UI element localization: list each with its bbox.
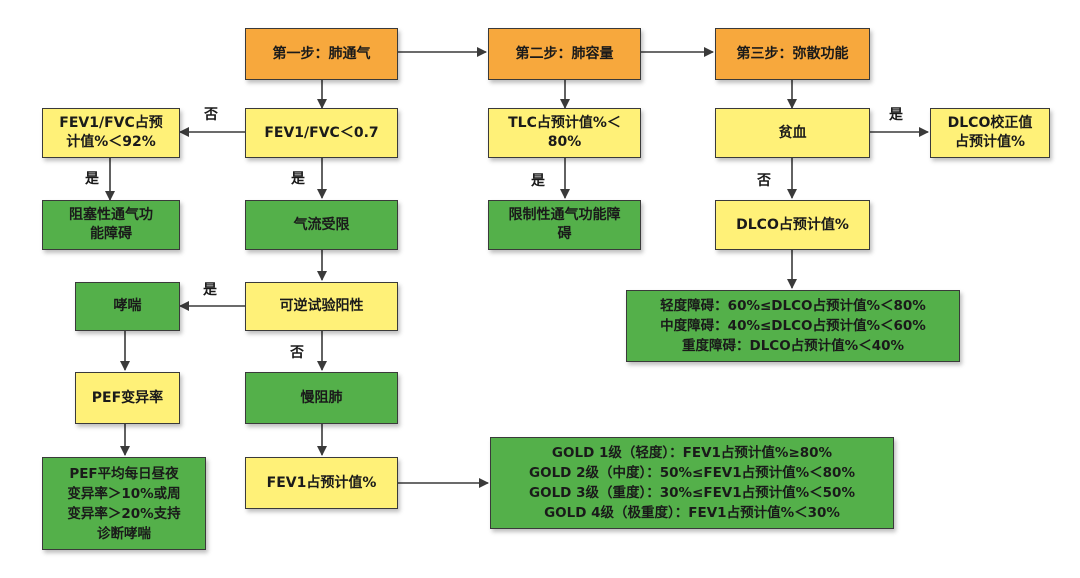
restrictive-label: 限制性通气功能障 碍 [508,207,621,242]
restrictive-box: 限制性通气功能障 碍 [488,200,641,250]
fev1-fvc-pred-box: FEV1/FVC占预 计值%＜92% [42,108,180,158]
pef-criteria-label: PEF平均每日昼夜 变异率＞10%或周 变异率＞20%支持 诊断哮喘 [67,465,181,542]
asthma-box: 哮喘 [75,282,180,331]
reversibility-label: 可逆试验阳性 [279,298,364,314]
obstructive-label: 阻塞性通气功 能障碍 [69,207,153,242]
copd-label: 慢阻肺 [300,389,343,406]
step-2-label: 第二步：肺容量 [515,45,614,62]
fev1-fvc-label: FEV1/FVC＜0.7 [264,124,379,141]
step-3-label: 第三步：弥散功能 [736,45,849,62]
pef-variability-box: PEF变异率 [75,372,180,424]
edge-label-no-fev1fvc: 否 [204,107,218,123]
gold-grades-box: GOLD 1级（轻度）：FEV1占预计值%≥80% GOLD 2级（中度）：50… [490,437,894,529]
fev1-pred-label: FEV1占预计值% [266,474,377,491]
dlco-corrected-box: DLCO校正值 占预计值% [930,108,1050,158]
edge-label-yes-tlc: 是 [531,173,545,189]
copd-box: 慢阻肺 [245,372,398,424]
step-1-box: 第一步：肺通气 [245,28,398,80]
edge-label-no-anemia: 否 [757,173,771,189]
gold-grades-label: GOLD 1级（轻度）：FEV1占预计值%≥80% GOLD 2级（中度）：50… [529,445,855,521]
fev1-fvc-pred-label: FEV1/FVC占预 计值%＜92% [59,115,163,150]
edge-label-yes-reversibility: 是 [203,282,217,298]
tlc-box: TLC占预计值%＜ 80% [488,108,641,158]
anemia-box: 贫血 [715,108,870,158]
edge-label-yes-pred: 是 [85,171,99,187]
dlco-grades-box: 轻度障碍：60%≤DLCO占预计值%＜80% 中度障碍：40%≤DLCO占预计值… [626,290,960,362]
fev1-pred-box: FEV1占预计值% [245,457,398,509]
edge-label-no-reversibility: 否 [290,345,304,361]
pef-variability-label: PEF变异率 [91,389,164,406]
asthma-label: 哮喘 [113,298,142,314]
anemia-label: 贫血 [778,124,807,141]
airflow-limit-label: 气流受限 [293,216,350,233]
step-1-label: 第一步：肺通气 [272,45,371,62]
step-2-box: 第二步：肺容量 [488,28,641,80]
dlco-pred-box: DLCO占预计值% [715,200,870,250]
dlco-grades-label: 轻度障碍：60%≤DLCO占预计值%＜80% 中度障碍：40%≤DLCO占预计值… [660,298,926,354]
edge-label-yes-fev1fvc: 是 [291,171,305,187]
edge-label-yes-anemia: 是 [889,107,903,123]
airflow-limit-box: 气流受限 [245,200,398,250]
reversibility-box: 可逆试验阳性 [245,282,398,331]
tlc-label: TLC占预计值%＜ 80% [508,115,621,150]
obstructive-box: 阻塞性通气功 能障碍 [42,200,180,250]
dlco-corrected-label: DLCO校正值 占预计值% [947,115,1033,150]
pef-criteria-box: PEF平均每日昼夜 变异率＞10%或周 变异率＞20%支持 诊断哮喘 [42,457,206,550]
step-3-box: 第三步：弥散功能 [715,28,870,80]
fev1-fvc-box: FEV1/FVC＜0.7 [245,108,398,158]
dlco-pred-label: DLCO占预计值% [736,216,849,233]
